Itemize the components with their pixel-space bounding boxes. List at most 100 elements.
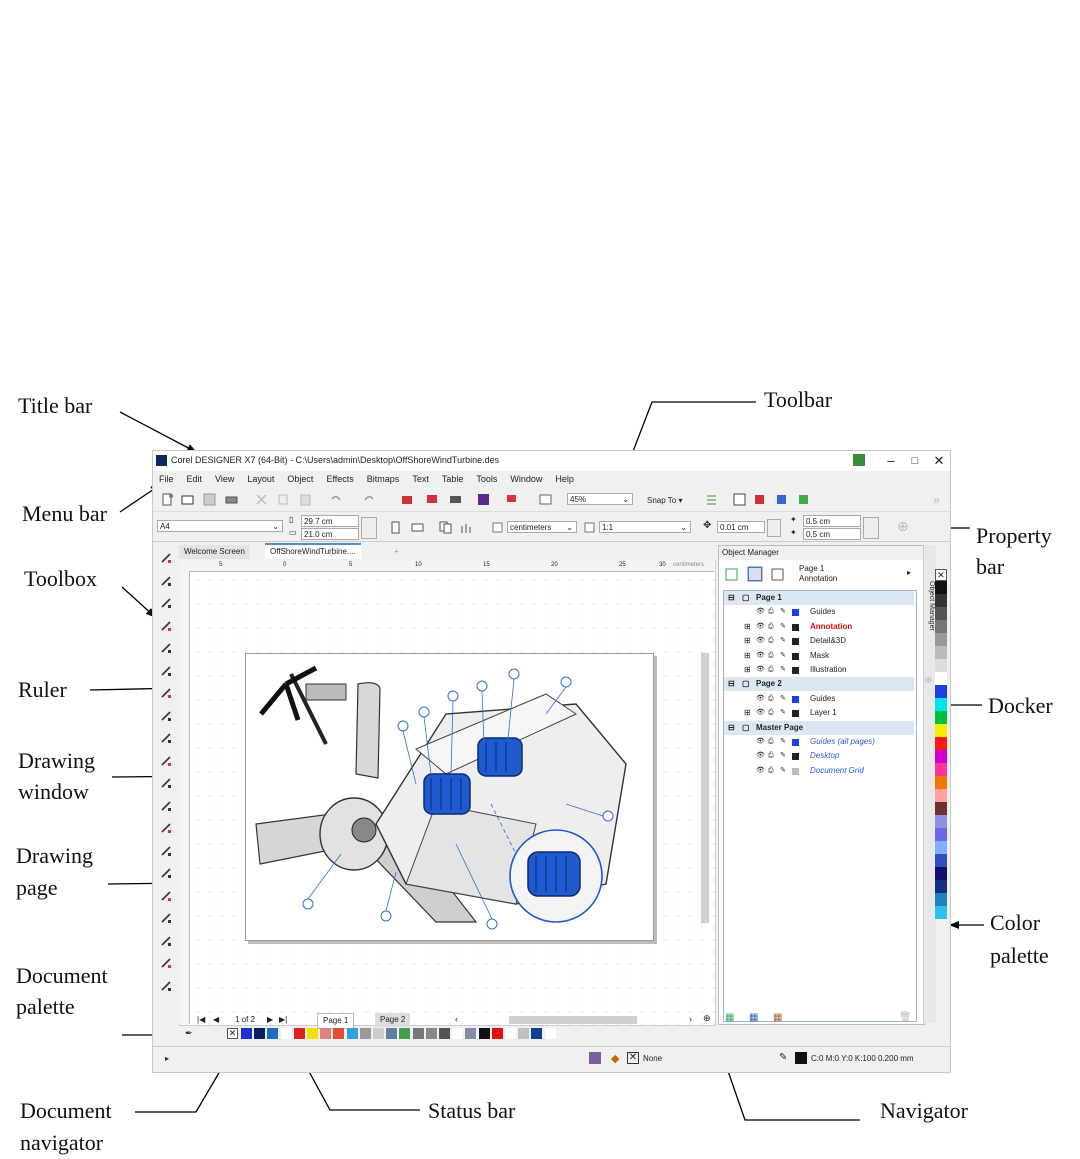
cube-blue-icon[interactable] xyxy=(775,493,788,506)
lock-icon[interactable]: ✎ xyxy=(780,709,786,717)
drop-shadow-tool-icon[interactable] xyxy=(159,911,173,925)
document-color-swatch[interactable] xyxy=(307,1028,318,1039)
tree-page-row[interactable]: ⊟▢Master Page xyxy=(724,720,914,735)
title-bar[interactable]: Corel DESIGNER X7 (64-Bit) - C:\Users\ad… xyxy=(153,451,950,471)
eye-icon[interactable]: 👁 xyxy=(756,637,765,645)
cube-red-icon[interactable] xyxy=(753,493,766,506)
menu-help[interactable]: Help xyxy=(555,474,574,484)
eye-icon[interactable]: 👁 xyxy=(756,622,765,630)
rectangle-tool-icon[interactable] xyxy=(159,664,173,678)
lock-icon[interactable]: ✎ xyxy=(780,622,786,630)
flyout-arrow-icon[interactable]: ▸ xyxy=(907,568,912,577)
previous-page-icon[interactable]: ◀ xyxy=(213,1015,220,1024)
tree-layer-row[interactable]: 👁⎙✎Guides xyxy=(724,692,914,706)
menu-text[interactable]: Text xyxy=(412,474,429,484)
nudge-spinner[interactable] xyxy=(767,519,781,537)
print-layer-icon[interactable]: ⎙ xyxy=(768,608,774,616)
new-master-layer-icon[interactable]: ▦ xyxy=(749,1012,759,1023)
extrude-tool-icon[interactable] xyxy=(159,889,173,903)
undo-icon[interactable] xyxy=(329,493,342,506)
document-color-swatch[interactable] xyxy=(505,1028,516,1039)
tab-welcome-screen[interactable]: Welcome Screen xyxy=(179,545,250,559)
document-color-swatch[interactable] xyxy=(293,1028,305,1039)
snap-to-button[interactable]: Snap To ▾ xyxy=(647,496,683,505)
interactive-fill-icon[interactable] xyxy=(159,844,173,858)
zoom-tool-icon[interactable] xyxy=(159,619,173,633)
cut-icon[interactable] xyxy=(255,493,268,506)
delete-icon[interactable]: 🗑 xyxy=(899,1012,912,1023)
units-select[interactable]: centimeters⌄ xyxy=(507,521,577,533)
color-swatch[interactable] xyxy=(935,880,947,893)
lock-icon[interactable]: ✎ xyxy=(780,666,786,673)
frame-icon[interactable] xyxy=(733,493,746,506)
menu-layout[interactable]: Layout xyxy=(247,474,275,484)
duplicate-spinner[interactable] xyxy=(863,517,879,539)
application-launcher-icon[interactable] xyxy=(477,493,490,506)
cube-green-icon[interactable] xyxy=(797,493,810,506)
color-swatch[interactable] xyxy=(935,802,947,815)
updates-icon[interactable] xyxy=(853,454,865,466)
eye-icon[interactable]: 👁 xyxy=(756,651,765,659)
minimize-icon[interactable]: – xyxy=(887,453,895,468)
lock-icon[interactable]: ✎ xyxy=(780,766,786,774)
next-page-icon[interactable]: ▶ xyxy=(267,1015,274,1024)
layer-color-swatch[interactable] xyxy=(792,667,799,674)
document-color-swatch[interactable] xyxy=(241,1028,252,1039)
document-color-swatch[interactable] xyxy=(254,1028,266,1039)
menu-view[interactable]: View xyxy=(215,474,235,484)
duplicate-x-field[interactable]: 0.5 cm xyxy=(803,515,861,527)
color-swatch[interactable] xyxy=(935,776,947,789)
eraser-tool-icon[interactable] xyxy=(159,799,173,813)
document-color-swatch[interactable] xyxy=(491,1028,503,1039)
color-swatch[interactable] xyxy=(935,867,947,880)
vertical-scrollbar-thumb[interactable] xyxy=(701,653,709,923)
page-height-field[interactable]: 21.0 cm xyxy=(301,528,359,540)
document-color-swatch[interactable] xyxy=(386,1028,398,1039)
document-color-swatch[interactable] xyxy=(280,1028,292,1039)
publish-pdf-icon[interactable] xyxy=(449,493,462,506)
add-icon[interactable]: ⊕ xyxy=(897,518,909,534)
collapse-icon[interactable]: ⊟ xyxy=(728,679,735,689)
print-layer-icon[interactable]: ⎙ xyxy=(768,738,774,745)
layer-color-swatch[interactable] xyxy=(792,753,799,761)
crop-tool-icon[interactable] xyxy=(159,596,173,610)
document-color-swatch[interactable] xyxy=(267,1028,279,1039)
eye-icon[interactable]: 👁 xyxy=(756,738,765,745)
tree-layer-row[interactable]: 👁⎙✎Guides xyxy=(724,605,914,619)
eyedropper-tool-icon[interactable] xyxy=(159,934,173,948)
expand-icon[interactable]: ⊞ xyxy=(744,636,751,646)
eye-icon[interactable]: 👁 xyxy=(756,766,765,774)
layer-color-swatch[interactable] xyxy=(792,710,799,718)
outline-pen-icon[interactable]: ✎ xyxy=(779,1052,788,1063)
document-color-swatch[interactable] xyxy=(439,1028,450,1039)
color-swatch[interactable] xyxy=(935,607,947,620)
color-swatch[interactable] xyxy=(935,750,947,763)
tree-page-row[interactable]: ⊟▢Page 1 xyxy=(724,591,914,605)
collapse-icon[interactable]: ⊟ xyxy=(728,722,735,732)
document-color-swatch[interactable] xyxy=(452,1028,464,1039)
menu-tools[interactable]: Tools xyxy=(476,474,498,484)
color-swatch[interactable] xyxy=(935,633,947,646)
eye-icon[interactable]: 👁 xyxy=(756,666,765,673)
import-icon[interactable] xyxy=(401,493,414,506)
document-color-swatch[interactable] xyxy=(399,1028,411,1039)
color-proofing-icon[interactable] xyxy=(589,1052,601,1064)
new-document-icon[interactable] xyxy=(161,493,174,506)
tree-layer-row[interactable]: ⊞👁⎙✎Mask xyxy=(724,649,914,663)
tree-page-row[interactable]: ⊟▢Page 2 xyxy=(724,677,914,692)
close-icon[interactable]: ✕ xyxy=(933,453,945,468)
portrait-icon[interactable] xyxy=(389,521,402,534)
table-tool-icon[interactable] xyxy=(159,821,173,835)
document-color-swatch[interactable] xyxy=(478,1028,490,1039)
save-icon[interactable] xyxy=(203,493,216,506)
lock-icon[interactable]: ✎ xyxy=(780,752,786,760)
document-color-swatch[interactable] xyxy=(531,1028,543,1039)
layer-color-swatch[interactable] xyxy=(792,739,799,746)
current-page-icon[interactable] xyxy=(461,521,474,534)
export-icon[interactable] xyxy=(425,493,438,506)
all-pages-icon[interactable] xyxy=(439,521,452,534)
no-color-swatch[interactable]: ✕ xyxy=(227,1028,238,1039)
pick-tool-icon[interactable] xyxy=(159,551,173,565)
tree-layer-row[interactable]: ⊞👁⎙✎Illustration xyxy=(724,663,914,677)
document-color-swatch[interactable] xyxy=(518,1028,530,1039)
